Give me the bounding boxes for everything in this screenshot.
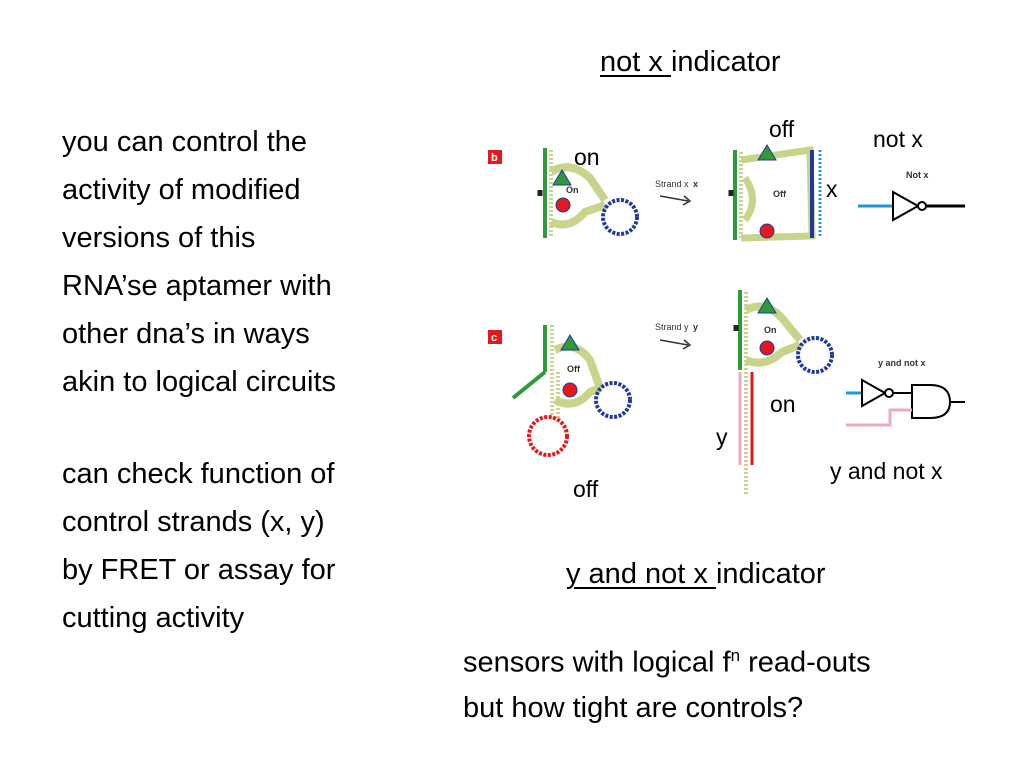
label-c-y-and-not-x: y and not x xyxy=(830,458,943,484)
label-b-on: on xyxy=(574,144,600,170)
gate-not-x-label: Not x xyxy=(906,170,929,180)
panel-b-marker xyxy=(488,150,502,164)
arrow-b xyxy=(659,195,689,202)
superscript: n xyxy=(730,646,741,665)
top-heading: not x indicator xyxy=(600,46,781,79)
text-line: RNA’se aptamer with xyxy=(62,270,332,302)
strand-x-label: Strand x xyxy=(655,179,689,189)
left-paragraph-1: you can control the activity of modified… xyxy=(62,118,336,406)
tag-on: On xyxy=(566,185,579,195)
text-line: cutting activity xyxy=(62,602,245,634)
fluorophore-triangle xyxy=(552,169,572,186)
strand-x-letter: x xyxy=(693,179,698,189)
and-not-gate-c: y and not x xyxy=(846,358,965,427)
aptamer-off-state-c: Off xyxy=(511,325,632,457)
text-line: akin to logical circuits xyxy=(62,366,336,398)
tag-off: Off xyxy=(567,364,581,374)
footer-text: read-outs xyxy=(740,646,871,679)
footer-line-2: but how tight are controls? xyxy=(463,692,804,724)
fluorophore-triangle xyxy=(560,334,580,351)
label-c-y: y xyxy=(716,424,728,450)
text-line: versions of this xyxy=(62,222,256,254)
label-c-on: on xyxy=(770,391,796,417)
gate-y-and-not-x-label: y and not x xyxy=(878,358,926,368)
panel-c-letter: c xyxy=(491,332,497,344)
strand-y-label: Strand y xyxy=(655,322,689,332)
text-line: other dna’s in ways xyxy=(62,318,310,350)
top-heading-rest: indicator xyxy=(670,46,781,78)
text-line: activity of modified xyxy=(62,174,301,206)
text-line: can check function of xyxy=(62,458,335,490)
panel-c-marker xyxy=(488,330,502,344)
fluorophore-triangle xyxy=(757,144,777,161)
footer-text: sensors with logical f xyxy=(463,646,731,679)
aptamer-on-state-b: On xyxy=(537,148,639,238)
top-heading-underlined: not x xyxy=(600,46,671,78)
aptamer-off-state-b: Off xyxy=(728,144,822,242)
footer-line-1: sensors with logical fn read-outs xyxy=(463,646,871,680)
quencher-dot xyxy=(555,197,571,213)
quencher-dot xyxy=(759,223,775,239)
left-paragraph-2: can check function of control strands (x… xyxy=(62,450,335,642)
not-gate-b: Not x xyxy=(858,170,965,222)
tag-on: On xyxy=(764,325,777,335)
label-b-off: off xyxy=(769,116,795,142)
text-line: by FRET or assay for xyxy=(62,554,336,586)
bottom-heading-rest: indicator xyxy=(715,558,826,590)
bottom-heading-underlined: y and not x xyxy=(566,558,716,590)
quencher-dot xyxy=(759,340,775,356)
tag-off: Off xyxy=(773,189,787,199)
panel-b-letter: b xyxy=(491,152,498,164)
text-line: you can control the xyxy=(62,126,308,158)
quencher-dot xyxy=(562,382,578,398)
bottom-heading: y and not x indicator xyxy=(566,558,826,591)
label-b-not-x: not x xyxy=(873,126,923,152)
fluorophore-triangle xyxy=(757,297,777,314)
text-line: control strands (x, y) xyxy=(62,506,325,538)
label-c-off: off xyxy=(573,476,599,502)
label-b-x: x xyxy=(826,176,838,202)
arrow-c xyxy=(659,339,689,346)
strand-y-letter: y xyxy=(693,322,698,332)
aptamer-on-state-c: On xyxy=(733,290,834,495)
